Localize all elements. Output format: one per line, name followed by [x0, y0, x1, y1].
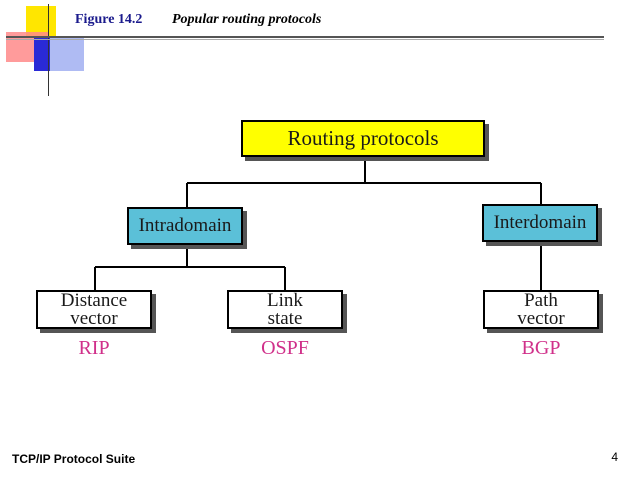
intradomain-node: Intradomain	[127, 207, 243, 245]
title-divider	[6, 36, 604, 38]
path-vector-node: Path vector	[483, 290, 599, 329]
figure-caption: Popular routing protocols	[172, 12, 322, 27]
decorative-vertical-line	[48, 4, 49, 96]
interdomain-node: Interdomain	[482, 204, 598, 242]
decorative-light-blue-square	[50, 38, 84, 71]
ospf-label: OSPF	[261, 337, 309, 359]
rip-label: RIP	[78, 337, 110, 359]
title-divider-shadow	[6, 39, 604, 40]
routing-protocols-node: Routing protocols	[241, 120, 485, 157]
distance-vector-node: Distance vector	[36, 290, 152, 329]
page-number: 4	[611, 450, 618, 464]
link-state-node: Link state	[227, 290, 343, 329]
figure-label: Figure 14.2	[75, 12, 143, 27]
footer-title: TCP/IP Protocol Suite	[12, 452, 136, 466]
bgp-label: BGP	[521, 337, 561, 359]
decorative-blue-square	[34, 38, 50, 71]
